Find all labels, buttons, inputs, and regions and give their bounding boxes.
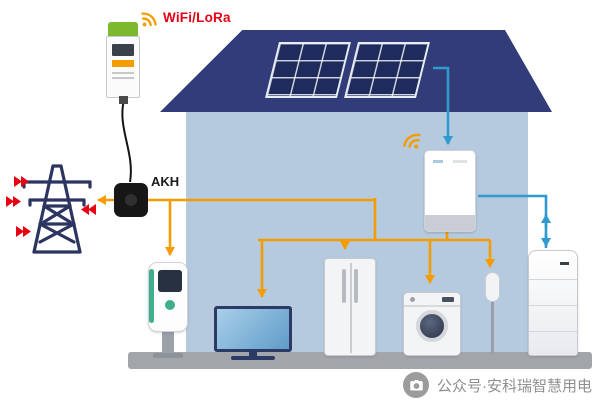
ev-charger [148,262,190,358]
power-wires [97,195,495,298]
meter-ct-cable [121,99,132,183]
fridge-handle [342,269,346,303]
akh-current-transformer [114,183,148,217]
battery-segment-line [529,331,577,332]
battery-segment-line [529,279,577,280]
wifi-icon-meter [141,12,157,27]
meter-display [112,44,134,56]
meter-brand-label [112,60,134,67]
fridge-door-divider [350,263,352,353]
washer-door [416,310,448,342]
wifi-icon-inverter [403,133,421,149]
inverter-indicator [433,160,443,163]
washer-panel-line [404,305,460,307]
meter-detail-line [112,77,134,79]
meter-green-cap [108,22,138,37]
television-stand-base [231,356,275,360]
television-stand-neck [249,352,257,357]
meter-detail-line [112,72,134,74]
watermark-text: 公众号·安科瑞智慧用电 [437,377,592,395]
ev-charger-base [153,353,183,358]
floor-lamp-pole [491,300,494,354]
camera-icon [403,372,429,398]
inverter-vent [453,160,467,163]
washing-machine [403,292,461,356]
battery-storage [528,250,578,356]
wireless-energy-meter [106,22,142,106]
battery-indicator [560,262,569,265]
ev-charger-accent [149,269,154,323]
pv-wires [433,66,551,248]
wifi-lora-label: WiFi/LoRa [163,10,231,25]
pv-inverter [424,150,476,232]
battery-segment-line [529,305,577,306]
ev-charger-screen [158,270,182,292]
fridge-handle [354,269,358,303]
ev-charger-button [165,300,175,310]
grid-power-arrows [6,176,96,237]
inverter-base-band [425,215,475,231]
television-screen [214,306,292,352]
akh-label: AKH [151,174,180,189]
refrigerator [324,258,376,356]
watermark: 公众号·安科瑞智慧用电 [403,372,592,398]
meter-antenna-port [119,96,128,104]
floor-lamp-head [485,272,500,302]
ev-charger-pole [162,332,174,354]
washer-control-panel [442,297,454,302]
washer-knob [410,297,415,302]
